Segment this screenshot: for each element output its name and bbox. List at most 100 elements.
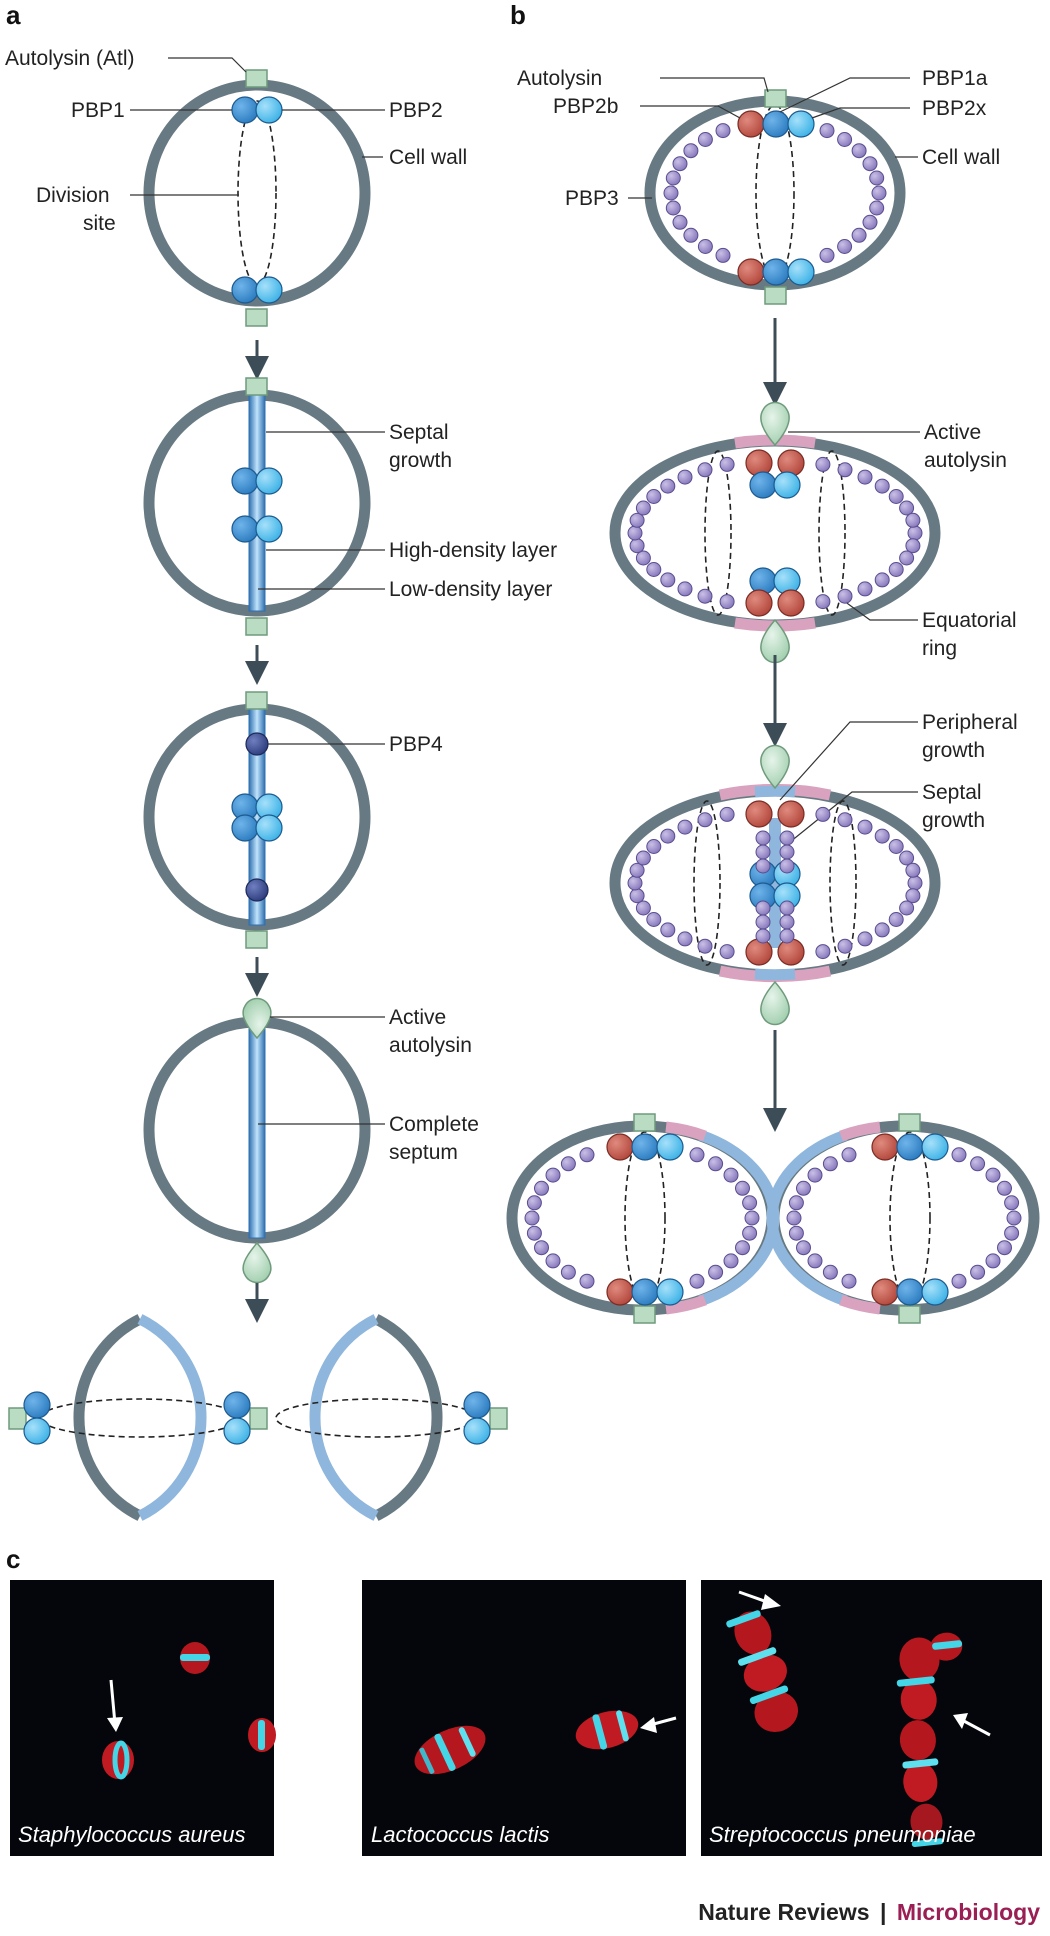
pbp3-sphere: [545, 1253, 561, 1269]
pbp3-sphere: [796, 1240, 811, 1256]
label-pbp1a: PBP1a: [922, 67, 988, 90]
micrograph-l-lactis: Lactococcus lactis: [362, 1580, 686, 1856]
pbp3-sphere: [683, 143, 699, 159]
panel-c-letter: c: [6, 1544, 20, 1574]
septal-growth-column: [769, 818, 781, 948]
leader-line: [168, 57, 247, 73]
pbp2b-sphere: [777, 800, 805, 828]
pbp3-sphere: [719, 594, 735, 610]
pbp1a-sphere: [762, 110, 790, 138]
pbp3-sphere: [545, 1167, 561, 1183]
pbp3-sphere: [874, 478, 890, 494]
pbp3-sphere: [646, 839, 662, 854]
pbp4-sphere: [245, 878, 269, 902]
pbp2x-sphere: [921, 1278, 949, 1306]
pbp3-sphere: [970, 1156, 986, 1172]
pbp3-sphere: [862, 214, 878, 230]
pbp3-sphere: [526, 1195, 542, 1211]
autolysin-square: [633, 1305, 656, 1324]
autolysin-square: [245, 617, 268, 636]
autolysin-square: [633, 1113, 656, 1132]
pbp3-sphere: [970, 1264, 986, 1280]
species-label: Lactococcus lactis: [371, 1822, 550, 1847]
pbp3-sphere: [1006, 1210, 1022, 1226]
journal-name: Nature Reviews: [698, 1899, 869, 1925]
pbp3-sphere: [672, 156, 688, 172]
panel-a-stage-1: Autolysin (Atl) PBP1 PBP2 Cell wall Divi…: [5, 47, 467, 327]
label-septum: septum: [389, 1141, 458, 1164]
pbp3-sphere: [534, 1240, 549, 1256]
pbp2b-sphere: [871, 1278, 899, 1306]
pbp3-sphere: [905, 512, 921, 528]
pbp3-sphere: [851, 143, 867, 159]
arrow-head: [761, 1594, 781, 1610]
pbp3-sphere: [874, 828, 890, 844]
leader-line: [789, 791, 918, 843]
pbp1a-sphere: [896, 1133, 924, 1161]
pbp3-sphere: [841, 1273, 857, 1289]
pbp3-sphere: [1004, 1225, 1020, 1241]
arrow-indicator: [109, 1679, 117, 1725]
pbp3-sphere: [888, 489, 904, 504]
label-complete: Complete: [389, 1113, 479, 1136]
pbp3-sphere: [697, 132, 713, 147]
pbp3-sphere: [907, 525, 923, 541]
pbp3-sphere: [755, 900, 771, 916]
cell: [910, 1803, 943, 1840]
pbp3-sphere: [629, 862, 645, 878]
pbp3-sphere: [907, 875, 923, 891]
pbp3-sphere: [899, 850, 915, 866]
pbp3-sphere: [677, 469, 693, 485]
new-wall-segment: [754, 785, 796, 798]
label-septal: Septal: [922, 781, 982, 804]
equatorial-ring: [693, 800, 721, 966]
pbp3-sphere: [715, 123, 731, 139]
cell-wall-circle: [143, 79, 371, 307]
pbp3-sphere: [815, 944, 831, 960]
pbp3-sphere: [677, 581, 693, 597]
pbp3-sphere: [524, 1210, 540, 1226]
panel-a: Autolysin (Atl) PBP1 PBP2 Cell wall Divi…: [5, 47, 557, 1521]
pink-wall-segment: [839, 1121, 881, 1142]
label-peripheral: Peripheral: [922, 711, 1018, 734]
pbp3-sphere: [742, 1225, 758, 1241]
pbp3-sphere: [874, 922, 890, 938]
pbp4-sphere: [245, 732, 269, 756]
pbp3-sphere: [663, 185, 679, 201]
new-wall-segment: [766, 1129, 848, 1307]
pbp3-sphere: [665, 170, 681, 186]
pbp3-sphere: [788, 1195, 804, 1211]
equatorial-ring: [829, 800, 857, 966]
journal-section: Microbiology: [897, 1899, 1040, 1925]
pbp3-sphere: [635, 850, 651, 866]
septum-stain: [749, 1685, 789, 1705]
pbp3-sphere: [951, 1147, 967, 1163]
pbp2b-sphere: [777, 589, 805, 617]
pbp3-sphere: [660, 478, 676, 494]
panel-a-stage-4: Active autolysin Complete septum: [143, 997, 479, 1284]
pbp3-sphere: [951, 1273, 967, 1289]
equatorial-ring: [704, 450, 732, 616]
pbp2b-sphere: [606, 1278, 634, 1306]
cell: [899, 1637, 940, 1682]
pbp3-sphere: [697, 462, 713, 478]
autolysin-square: [245, 930, 268, 949]
pbp3-sphere: [744, 1210, 760, 1226]
pbp3-sphere: [723, 1253, 739, 1269]
pbp3-sphere: [985, 1167, 1001, 1183]
pbp3-sphere: [788, 1225, 804, 1241]
pbp2-sphere: [255, 467, 283, 495]
pbp2x-sphere: [656, 1133, 684, 1161]
autolysin-square: [764, 286, 787, 305]
cell: [754, 1691, 799, 1733]
pbp3-sphere: [735, 1240, 750, 1256]
pbp2b-sphere: [745, 938, 773, 966]
pbp3-sphere: [815, 594, 831, 610]
label-pbp4: PBP4: [389, 733, 443, 756]
panel-b-stage-2: Active autolysin Equatorial ring: [609, 401, 1017, 664]
pbp3-sphere: [857, 931, 873, 947]
label-site: site: [83, 212, 116, 235]
pbp3-sphere: [819, 123, 835, 139]
pbp3-sphere: [719, 456, 735, 472]
